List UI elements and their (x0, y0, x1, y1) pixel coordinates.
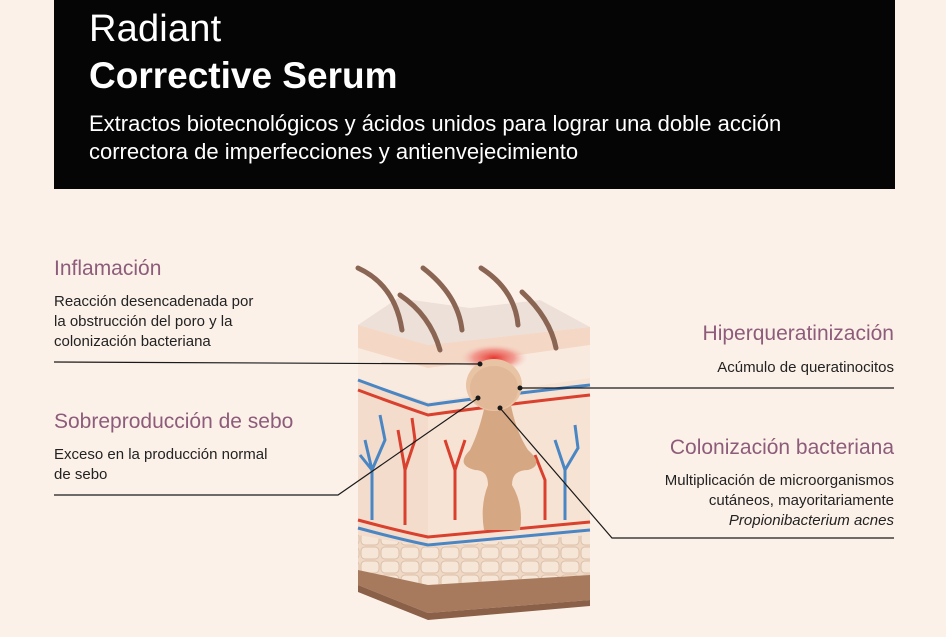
sebo-title: Sobreproducción de sebo (54, 410, 294, 433)
leader-dot (477, 361, 483, 367)
hypodermis-cells (358, 535, 590, 585)
inflamacion-desc-line: Reacción desencadenada por (54, 293, 254, 310)
colonizacion-desc-line: Multiplicación de microorganismos (664, 472, 894, 489)
leader-dot (517, 385, 523, 391)
inflamacion-desc: Reacción desencadenada por la obstrucció… (54, 292, 314, 352)
leader-dot (497, 405, 503, 411)
hiper-desc: Acúmulo de queratinocitos (717, 358, 894, 378)
inflamacion-title: Inflamación (54, 257, 162, 280)
sebo-desc: Exceso en la producción normal de sebo (54, 445, 324, 485)
sebaceous-gland (463, 400, 537, 530)
tagline: Extractos biotecnológicos y ácidos unido… (89, 111, 782, 164)
hair (355, 265, 405, 333)
artery-branch-left (396, 417, 417, 525)
sebo-desc-line: de sebo (54, 466, 108, 483)
hair (478, 265, 521, 328)
colonizacion-desc-line: cutáneos, mayoritariamente (708, 492, 894, 509)
product-name: Corrective Serum (89, 55, 398, 96)
epidermis-layer (358, 325, 590, 368)
hair (397, 292, 443, 353)
muscle-layer-bottom (358, 585, 590, 620)
leader-dots (475, 361, 523, 411)
inflamacion-desc-line: colonización bacteriana (54, 333, 211, 350)
colonizacion-title: Colonización bacteriana (669, 436, 894, 459)
hair (420, 265, 465, 333)
artery-top (357, 388, 591, 417)
muscle-layer (358, 570, 590, 613)
sebo-desc-line: Exceso en la producción normal (54, 446, 268, 463)
hairs (355, 265, 559, 353)
header-banner: Radiant Corrective Serum Extractos biote… (54, 0, 895, 189)
hiper-title: Hiperqueratinización (702, 322, 894, 345)
vein-branch-right (553, 424, 580, 520)
leader-dot (475, 395, 481, 401)
vein-branch-left (358, 414, 387, 520)
vein-top (357, 378, 591, 407)
keratinocyte-plug (470, 366, 518, 410)
vein-bottom (357, 526, 591, 547)
brand-name: Radiant (89, 8, 222, 50)
artery-branch-right (533, 454, 547, 520)
colonizacion-leader (499, 407, 894, 539)
colonizacion-desc: Multiplicación de microorganismos cutáne… (665, 471, 894, 531)
hiper-desc-line: Acúmulo de queratinocitos (717, 359, 894, 376)
sebo-leader (54, 397, 479, 496)
inflamacion-leader (53, 361, 481, 365)
blood-vessels (357, 378, 591, 547)
inflamacion-desc-line: la obstrucción del poro y la (54, 313, 233, 330)
leader-lines (53, 361, 894, 539)
hair (519, 289, 559, 351)
colonizacion-desc-line: Propionibacterium acnes (728, 512, 894, 529)
artery-branch-middle (443, 439, 467, 520)
artery-bottom (357, 518, 591, 539)
